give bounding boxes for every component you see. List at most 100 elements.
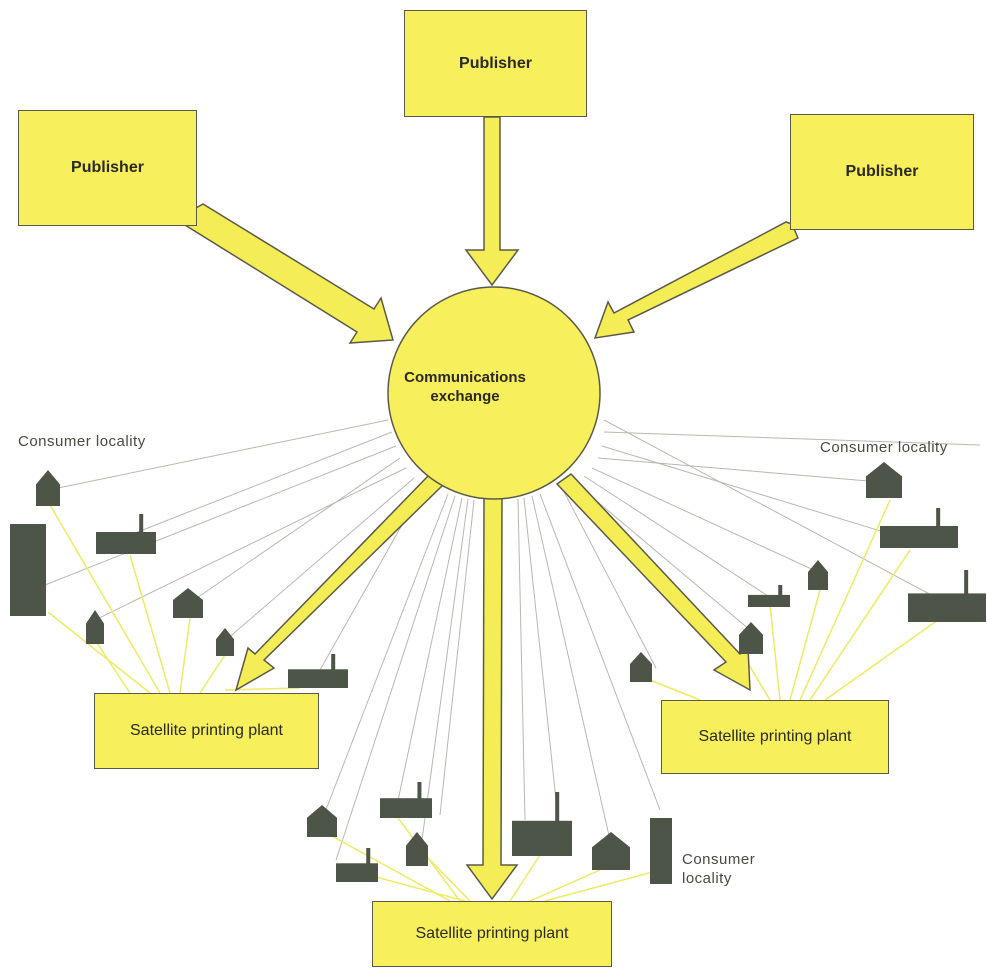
consumer-buildings — [10, 462, 986, 884]
consumer-locality-caption-right: Consumer locality — [820, 438, 948, 457]
feed-line — [809, 549, 911, 701]
feed-line — [49, 504, 161, 694]
house-icon — [866, 462, 902, 498]
feed-line — [769, 604, 781, 701]
exchange-label: Communications exchange — [395, 368, 535, 406]
arrow-exchange-to-right-plant — [555, 473, 751, 692]
wire-line — [561, 487, 657, 669]
arrow-publisher-right-to-exchange — [593, 221, 799, 339]
wire-line — [517, 498, 526, 821]
feed-line — [47, 611, 151, 694]
wire-line — [225, 477, 415, 641]
feed-line — [529, 869, 601, 902]
wire-line — [129, 431, 393, 536]
plant-left-box: Satellite printing plant — [94, 693, 319, 769]
wire-line — [583, 475, 769, 597]
flow-arrows — [184, 116, 799, 901]
wire-line — [603, 419, 951, 606]
exchange-wires — [44, 419, 981, 861]
factory-icon — [908, 593, 986, 622]
arrow-publisher-left-to-exchange — [184, 203, 394, 344]
feed-line — [509, 854, 541, 902]
wire-line — [439, 499, 475, 816]
feed-line — [544, 869, 661, 902]
factory-icon — [880, 526, 958, 548]
house-icon — [216, 628, 234, 656]
factory-icon — [336, 863, 378, 882]
feed-line — [824, 614, 946, 701]
caption-right-text: Consumer locality — [820, 439, 948, 456]
feed-line — [199, 654, 226, 694]
arrow-exchange-to-bottom-plant — [465, 495, 519, 901]
publisher-top-label: Publisher — [459, 54, 532, 72]
wire-line — [94, 467, 407, 621]
feed-line — [94, 639, 131, 694]
plant-right-label: Satellite printing plant — [698, 728, 852, 745]
wire-line — [523, 497, 557, 801]
feed-line — [397, 817, 461, 902]
publisher-right-box: Publisher — [790, 114, 974, 230]
plant-left-label: Satellite printing plant — [130, 722, 283, 739]
house-icon — [739, 622, 763, 654]
wire-line — [44, 445, 397, 586]
arrow-publisher-top-to-exchange — [464, 116, 520, 287]
plant-bottom-box: Satellite printing plant — [372, 901, 612, 967]
publisher-right-label: Publisher — [845, 163, 919, 180]
wire-line — [601, 445, 911, 541]
feed-line — [649, 679, 701, 701]
feed-line — [129, 554, 171, 694]
tower-icon — [10, 524, 46, 616]
wire-line — [335, 495, 456, 861]
house-icon — [36, 470, 60, 506]
wire-line — [591, 467, 819, 573]
plant-bottom-label: Satellite printing plant — [415, 925, 569, 942]
caption-bottom-line1: Consumer — [682, 851, 756, 868]
factory-icon — [512, 820, 572, 856]
tower-icon — [650, 818, 672, 884]
plant-right-box: Satellite printing plant — [661, 700, 889, 774]
factory-chimney — [366, 848, 371, 865]
house-icon — [808, 560, 828, 590]
publisher-top-box: Publisher — [404, 10, 587, 117]
house-icon — [630, 652, 652, 682]
factory-chimney — [139, 514, 144, 534]
factory-icon — [748, 594, 790, 607]
wire-line — [421, 498, 469, 841]
wire-line — [395, 497, 463, 811]
plant-feed-lines — [47, 499, 946, 902]
factory-icon — [288, 669, 348, 688]
wire-line — [321, 493, 449, 821]
wire-line — [57, 419, 389, 489]
feed-line — [179, 617, 191, 694]
feed-line — [789, 589, 821, 701]
exchange-label-line2: exchange — [430, 388, 500, 405]
publisher-left-box: Publisher — [18, 110, 197, 226]
factory-chimney — [417, 782, 422, 800]
factory-chimney — [331, 654, 336, 671]
wire-line — [539, 493, 661, 811]
factory-chimney — [936, 508, 941, 528]
caption-bottom-line2: locality — [682, 870, 732, 887]
consumer-locality-caption-bottom: Consumer locality — [682, 850, 755, 888]
communications-exchange-circle — [387, 286, 601, 500]
house-icon — [173, 588, 203, 618]
publisher-left-label: Publisher — [71, 159, 144, 176]
factory-chimney — [778, 585, 783, 596]
house-icon — [86, 610, 104, 644]
house-icon — [592, 832, 630, 870]
wire-line — [193, 457, 401, 601]
feed-line — [799, 499, 891, 701]
factory-icon — [96, 532, 156, 554]
factory-chimney — [964, 570, 969, 596]
arrow-exchange-to-left-plant — [234, 473, 446, 692]
feed-line — [429, 859, 471, 902]
house-icon — [307, 805, 337, 837]
feed-line — [329, 834, 451, 902]
exchange-label-line1: Communications — [404, 369, 526, 386]
caption-left-text: Consumer locality — [18, 433, 146, 450]
factory-icon — [380, 798, 432, 818]
factory-chimney — [555, 792, 560, 824]
wire-line — [531, 495, 611, 841]
